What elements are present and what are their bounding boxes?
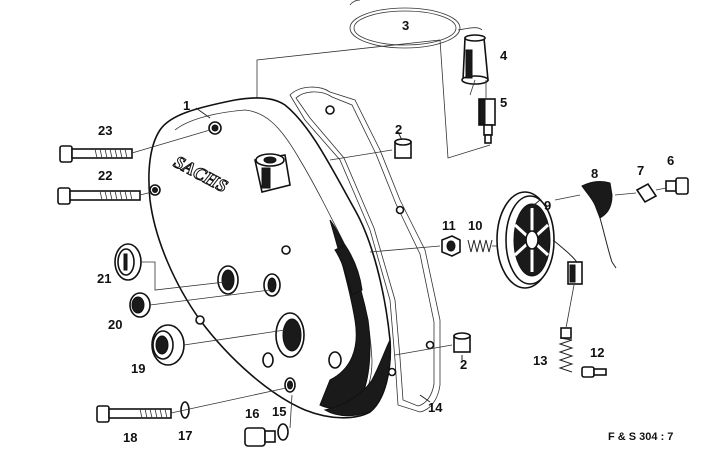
label-part-2-top: 2 (395, 122, 402, 137)
label-part-2-bottom: 2 (460, 357, 467, 372)
part-7-clip (635, 182, 658, 204)
part-3-cable (349, 0, 483, 49)
label-part-18: 18 (123, 430, 137, 445)
part-15-washer (277, 423, 289, 441)
label-part-19: 19 (131, 361, 145, 376)
part-18-bolt (96, 405, 172, 423)
label-part-6: 6 (667, 153, 674, 168)
part-12-screw (581, 366, 607, 378)
label-part-14: 14 (428, 400, 443, 415)
label-part-13: 13 (533, 353, 547, 368)
part-23-bolt (59, 145, 133, 163)
label-part-21: 21 (97, 271, 111, 286)
part-11-nut (441, 235, 461, 257)
part-14-gasket (289, 86, 441, 413)
part-5-plug (478, 98, 496, 144)
label-part-5: 5 (500, 95, 507, 110)
part-6-screw (665, 177, 689, 195)
label-part-15: 15 (272, 404, 286, 419)
part-19-seal (151, 324, 185, 366)
label-part-16: 16 (245, 406, 259, 421)
label-part-9: 9 (544, 198, 551, 213)
part-2-spacer-bottom (453, 332, 471, 353)
label-part-8: 8 (591, 166, 598, 181)
part-10-spring (467, 239, 493, 253)
label-part-1: 1 (183, 98, 190, 113)
part-1-cover: SACHS (148, 97, 392, 419)
label-part-17: 17 (178, 428, 192, 443)
part-22-bolt (57, 187, 141, 205)
part-21-plug (114, 243, 142, 281)
part-8-lever (581, 181, 617, 269)
part-4-sleeve (461, 34, 489, 85)
label-part-22: 22 (98, 168, 112, 183)
part-9-pulley (496, 191, 583, 289)
part-2-spacer-top (394, 138, 412, 159)
reference-code: F & S 304 : 7 (608, 431, 673, 443)
label-part-11: 11 (442, 218, 456, 233)
label-part-12: 12 (590, 345, 604, 360)
label-part-10: 10 (468, 218, 482, 233)
part-13-spring (558, 327, 574, 373)
label-part-23: 23 (98, 123, 112, 138)
label-part-3: 3 (402, 18, 409, 33)
part-20-plug (129, 292, 151, 318)
label-part-20: 20 (108, 317, 122, 332)
label-part-7: 7 (637, 163, 644, 178)
label-part-4: 4 (500, 48, 508, 63)
part-16-screw (244, 427, 276, 447)
